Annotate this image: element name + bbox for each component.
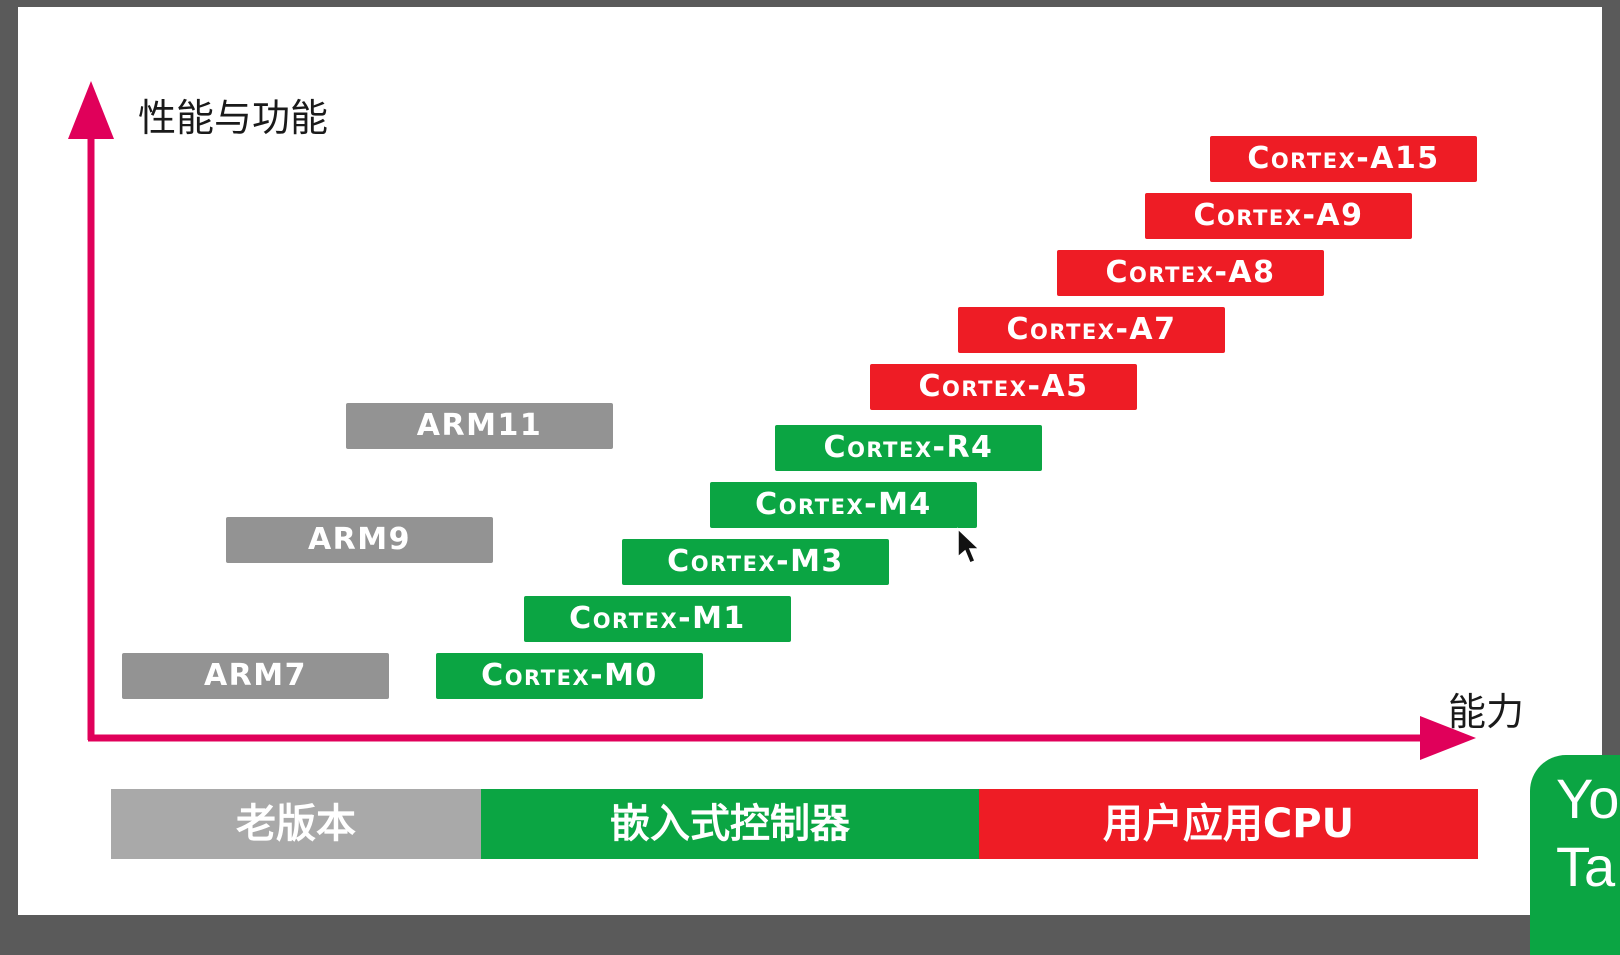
chip-cortex-m0: Cortex-M0 <box>436 653 703 699</box>
category-old: 老版本 <box>111 789 481 859</box>
category-bar: 老版本 嵌入式控制器 用户应用CPU <box>111 789 1478 859</box>
mouse-cursor-icon <box>957 527 981 564</box>
x-axis-arrowhead <box>1420 716 1476 760</box>
chip-cortex-a5: Cortex-A5 <box>870 364 1137 410</box>
corner-badge: Yo Ta <box>1530 755 1620 955</box>
chip-arm9: ARM9 <box>226 517 493 563</box>
chip-cortex-a7: Cortex-A7 <box>958 307 1225 353</box>
corner-badge-line1: Yo <box>1556 767 1620 830</box>
chip-cortex-m1: Cortex-M1 <box>524 596 791 642</box>
corner-badge-line2: Ta <box>1556 835 1616 898</box>
chip-arm11: ARM11 <box>346 403 613 449</box>
category-cpu: 用户应用CPU <box>979 789 1478 859</box>
slide: 性能与功能 能力 ARM7 ARM9 ARM11 Cortex-M0 Corte… <box>18 7 1602 915</box>
y-axis-label: 性能与功能 <box>138 96 329 140</box>
chip-cortex-r4: Cortex-R4 <box>775 425 1042 471</box>
chip-cortex-a8: Cortex-A8 <box>1057 250 1324 296</box>
chip-cortex-m4: Cortex-M4 <box>710 482 977 528</box>
axes <box>68 81 1476 760</box>
chip-arm7: ARM7 <box>122 653 389 699</box>
y-axis-arrowhead <box>68 81 114 139</box>
x-axis-label: 能力 <box>1448 690 1525 734</box>
chip-cortex-a9: Cortex-A9 <box>1145 193 1412 239</box>
category-embedded: 嵌入式控制器 <box>481 789 979 859</box>
chip-cortex-a15: Cortex-A15 <box>1210 136 1477 182</box>
chip-cortex-m3: Cortex-M3 <box>622 539 889 585</box>
